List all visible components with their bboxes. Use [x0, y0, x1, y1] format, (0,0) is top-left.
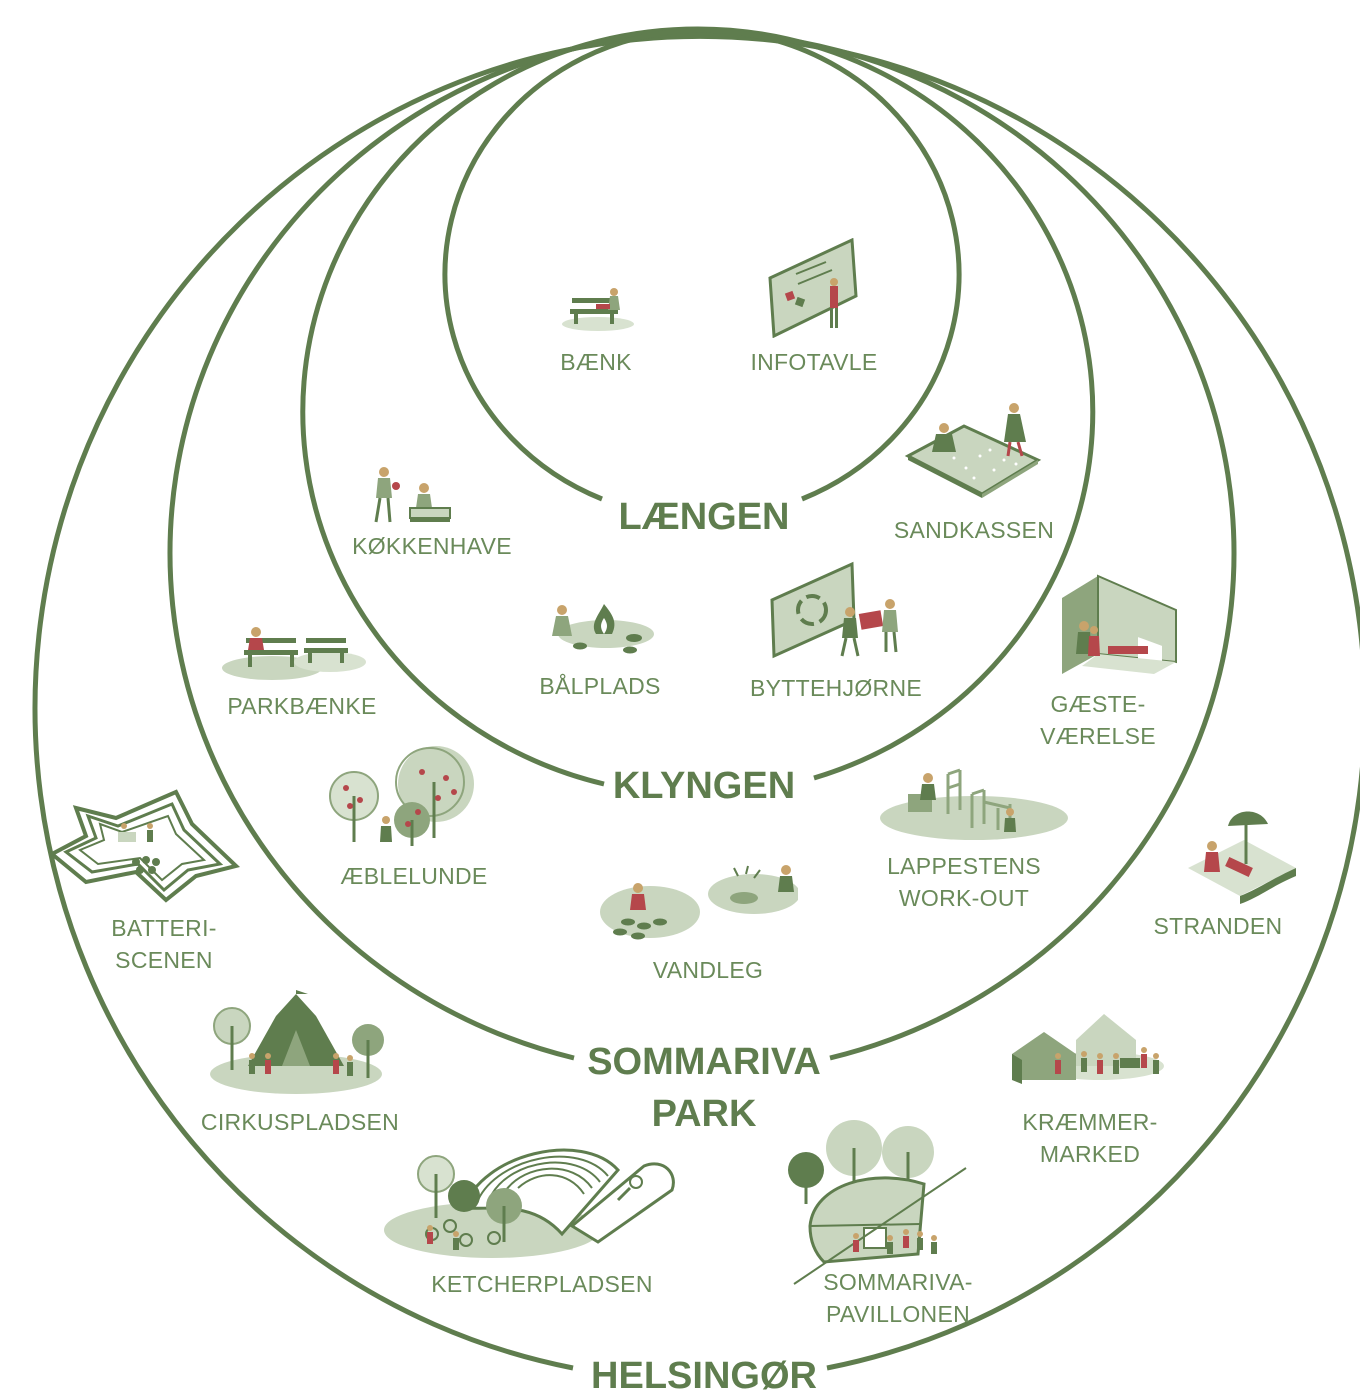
beach-icon	[1184, 804, 1300, 904]
zone-title-park: PARK	[651, 1093, 757, 1135]
item-label-vandleg: VANDLEG	[652, 957, 764, 983]
ring-helsingor	[32, 33, 1360, 1371]
item-label-kraemmer-line2: MARKED	[1039, 1141, 1141, 1167]
battery-stage-icon	[46, 788, 242, 904]
apple-grove-icon	[326, 742, 486, 852]
racket-court-icon	[382, 1130, 678, 1262]
item-label-infotavle: INFOTAVLE	[750, 349, 878, 375]
item-label-gaeste-line1: GÆSTE-	[1050, 691, 1146, 717]
water-play-icon	[598, 860, 798, 942]
zone-title-sommariva: SOMMARIVA	[579, 1038, 829, 1086]
item-label-baenk: BÆNK	[560, 349, 632, 375]
ring-laengen	[442, 27, 962, 502]
info-board-icon	[766, 238, 862, 338]
item-label-sandkassen: SANDKASSEN	[893, 517, 1055, 543]
item-label-cirkuspladsen: CIRKUSPLADSEN	[200, 1109, 400, 1135]
item-label-batteri-line1: BATTERI-	[111, 915, 217, 941]
item-label-kraemmer-line1: KRÆMMER-	[1022, 1109, 1158, 1135]
item-label-balplads: BÅLPLADS	[539, 673, 661, 699]
swap-corner-icon	[768, 560, 900, 660]
item-label-batteri-line2: SCENEN	[115, 947, 213, 973]
item-label-parkbaenke: PARKBÆNKE	[227, 693, 377, 719]
pavilion-icon	[784, 1118, 970, 1288]
item-label-byttehjorne: BYTTEHJØRNE	[750, 675, 922, 701]
guest-room-icon	[1058, 570, 1182, 680]
item-label-aeblelunde: ÆBLELUNDE	[340, 863, 488, 889]
market-icon	[1010, 1010, 1166, 1086]
item-label-pavillonen-line2: PAVILLONEN	[825, 1301, 971, 1327]
circus-tent-icon	[208, 990, 388, 1094]
park-benches-icon	[220, 624, 370, 684]
zone-title-laengen: LÆNGEN	[610, 493, 798, 541]
workout-icon	[878, 764, 1074, 844]
item-label-lappestens-line1: LAPPESTENS	[887, 853, 1041, 879]
item-label-kokkenhave: KØKKENHAVE	[352, 533, 512, 559]
sandbox-icon	[904, 398, 1044, 498]
zone-title-helsingor: HELSINGØR	[583, 1352, 825, 1400]
item-label-pavillonen-line1: SOMMARIVA-	[823, 1269, 973, 1295]
item-label-ketcherpladsen: KETCHERPLADSEN	[431, 1271, 653, 1297]
item-label-stranden: STRANDEN	[1153, 913, 1283, 939]
item-label-lappestens-line2: WORK-OUT	[898, 885, 1030, 911]
bench-icon	[560, 284, 636, 332]
kitchen-garden-icon	[366, 464, 456, 526]
campfire-icon	[546, 596, 656, 656]
ring-sommariva-park	[167, 30, 1237, 1061]
zone-title-klyngen: KLYNGEN	[604, 762, 804, 810]
item-label-gaeste-line2: VÆRELSE	[1040, 723, 1156, 749]
